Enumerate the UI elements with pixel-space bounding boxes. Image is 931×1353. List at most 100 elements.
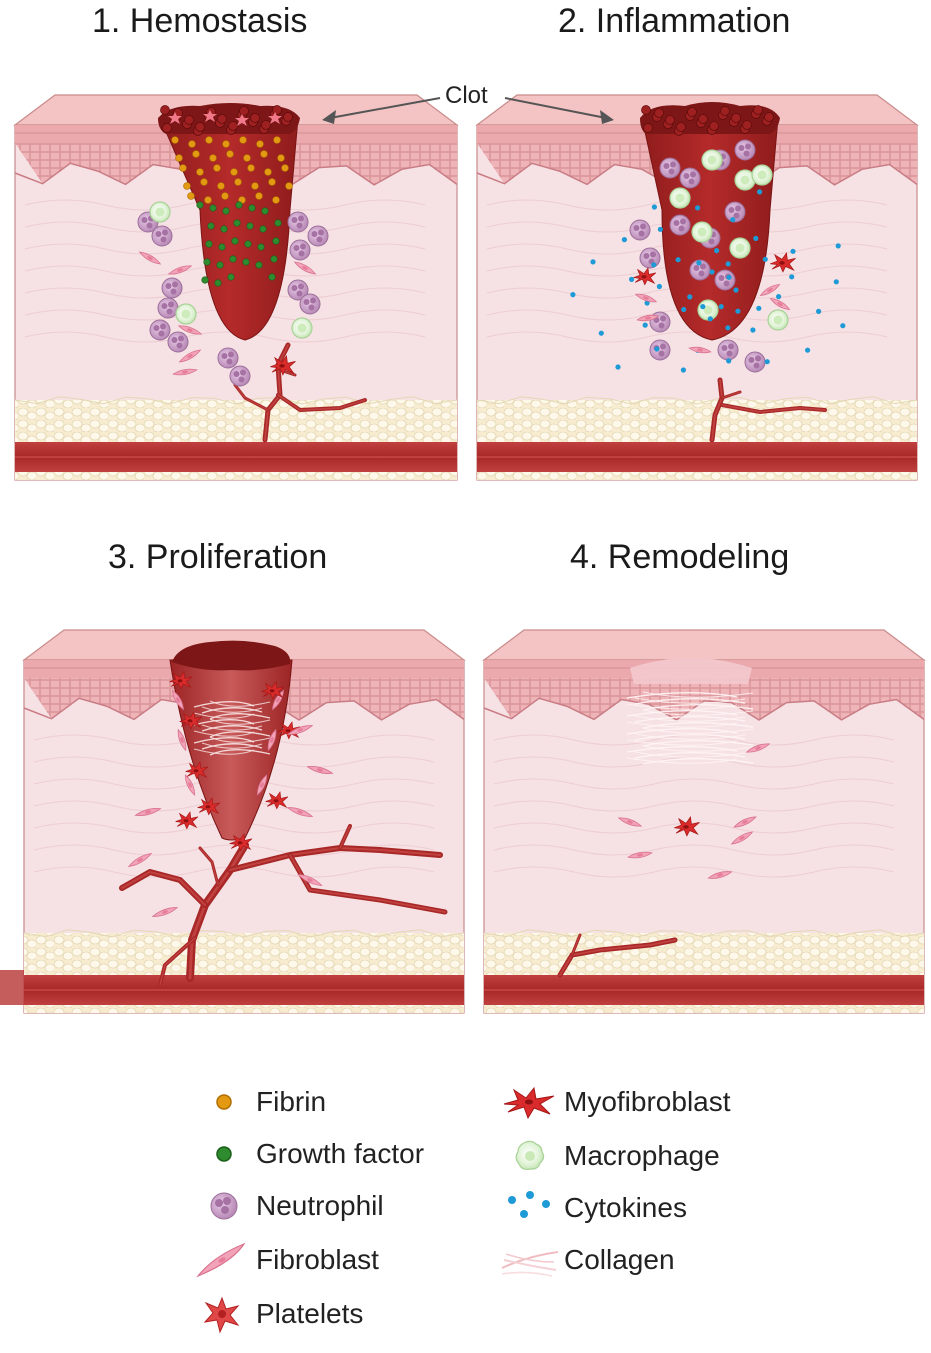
neutrophil-cell [149,319,171,341]
platelet-in-clot [203,110,217,122]
cytokine-dot [776,294,782,300]
collagen-fiber [626,703,738,710]
dermis-fiber [493,844,895,856]
capillary-highlight [721,404,826,413]
myofibroblast-nucleus [641,275,647,279]
growth-factor-dot [274,219,282,227]
myofibroblast-nucleus [683,825,689,829]
neutrophil-body [289,239,311,261]
myofibroblast-cell [261,681,285,700]
panel-title-remodeling: 4. Remodeling [570,538,790,576]
fibrin-dot [217,182,225,190]
neutrophil-lobe [643,253,650,259]
fibroblast-nucleus [637,853,643,857]
neutrophil-lobe [658,322,665,329]
fibroblast-cell [617,817,643,827]
neutrophil-body [157,297,179,319]
fibroblast-nucleus [645,316,651,320]
macrophage-nucleus [297,323,307,333]
myofibroblast-cell [633,267,657,286]
legend-label-fibroblast: Fibroblast [256,1244,379,1275]
neutrophil-lobe [673,220,680,226]
fibrin-dot [221,192,229,200]
growth-factor-dot [216,261,224,269]
collagen-fiber [634,715,746,722]
clot-crust-cell [195,122,205,132]
cytokine-dot [696,260,702,266]
cytokine-dot [707,316,713,322]
neutrophil-body [629,219,651,241]
clot-crust-cell [709,121,719,131]
neutrophil-lobe [228,351,234,358]
myofibroblast-nucleus [285,729,291,733]
collagen-fiber [634,734,746,741]
collagen-fiber [193,719,255,726]
neutrophil-lobe [240,369,246,376]
clot-crust-cell [228,121,238,131]
macrophage-cell [149,201,171,223]
fibroblast-cell [293,261,317,275]
macrophage-cell [691,221,713,243]
macrophage-cell [669,187,691,209]
neutrophil-lobe [663,163,670,169]
neutrophil-cell [151,225,173,247]
myofibroblast-nucleus [177,679,183,683]
neutrophil-body [161,277,183,299]
cytokine-dot [651,262,657,268]
neutrophil-lobe [298,283,304,290]
cytokine-dot [680,367,687,373]
subcutaneous-fat [484,933,924,975]
subcutaneous-fat [477,400,917,442]
fibroblast-cell [306,766,334,774]
fibroblast-cell [730,831,754,845]
fibroblast-cell [267,728,277,752]
macrophage-nucleus [697,227,707,237]
neutrophil-cell [299,293,321,315]
collagen-fiber [634,752,746,759]
growth-factor-dot [231,237,239,245]
neutrophil-cell-icon [210,1192,238,1220]
cytokine-dot [695,205,701,211]
cytokine-dot [835,243,841,249]
collagen-fiber [193,748,255,755]
neutrophil-lobe [738,145,745,151]
myofibroblast-icon [503,1086,555,1120]
fat-bottom [24,1005,464,1013]
neutrophil-lobe [318,229,324,236]
collagen-fiber [201,706,263,713]
growth-factor-dot [207,222,215,230]
legend-item-fibrin: Fibrin [192,1082,326,1122]
myofibroblast-nucleus [279,364,285,368]
collagen-fiber [626,710,738,717]
skin-block-inflammation [475,94,919,481]
neutrophil-body [287,211,309,233]
cytokine-dot [756,305,762,311]
neutrophil-body [229,365,251,387]
cytokine-dot [840,323,846,329]
collagen-fiber [201,724,263,731]
dermis-fiber [493,800,895,812]
legend-item-growth-factor: Growth factor [192,1134,424,1174]
platelet-in-clot [235,114,249,126]
neutrophil-lobe [680,218,686,225]
myofibroblast-nucleus [187,719,193,723]
neutrophil-lobe [298,215,304,222]
fibrin-dot [187,192,195,200]
fibroblast-nucleus [187,354,193,358]
fibroblast-nucleus [317,768,323,772]
neutrophil-cell [629,219,651,241]
clot-crust-cell [720,106,730,116]
collagen-fiber [201,725,263,732]
growth-factor-dot-icon [216,1146,232,1162]
fibroblast-nucleus [297,728,303,732]
neutrophil-lobe [633,225,640,231]
fibroblast-cell [177,728,187,752]
clot-crust-cell [753,105,763,115]
neutrophil-lobe [743,150,750,157]
neutrophil-lobe [748,357,755,363]
collagen-fibers-icon [501,1251,559,1277]
neutrophil-lobe [658,350,665,357]
cytokine-dot [730,217,736,223]
panel-title-proliferation: 3. Proliferation [108,538,328,576]
